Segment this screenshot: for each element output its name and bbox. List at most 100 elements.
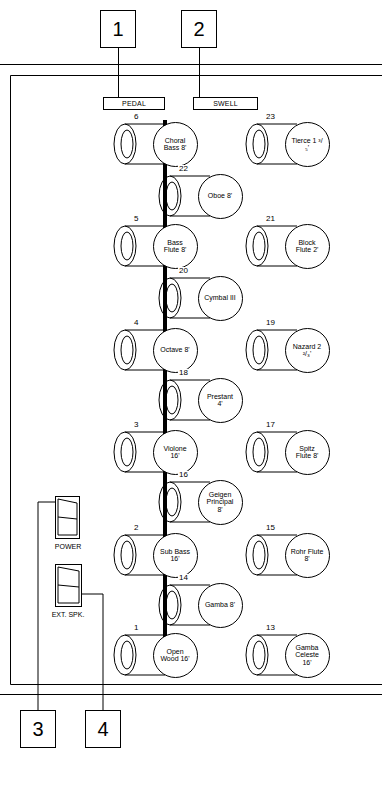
stop-knob: Cymbal III — [198, 276, 243, 321]
stop-knob: Geigen Principal 8' — [198, 480, 243, 525]
leader-line — [118, 48, 119, 97]
stop-name: Gamba Celeste 16' — [291, 644, 324, 666]
stop-collar — [246, 635, 268, 675]
panel-edge — [0, 64, 382, 65]
stop-number: 2 — [133, 524, 139, 532]
stop-name: Open Wood 16' — [159, 648, 192, 663]
stop-collar — [159, 278, 181, 318]
stop-collar — [246, 535, 268, 575]
stop-collar — [246, 330, 268, 370]
stop-collar — [114, 124, 136, 164]
stop-name: Oboe 8' — [204, 192, 237, 199]
stop-name: Octave 8' — [159, 346, 192, 353]
stop-name: Violone 16' — [159, 445, 192, 460]
stop-collar — [114, 432, 136, 472]
stop-name: Bass Flute 8' — [159, 239, 192, 254]
stop-knob: Tierce 1 ³/₅' — [285, 122, 330, 167]
stop-number: 22 — [178, 165, 189, 173]
callout-box: 1 — [100, 10, 136, 48]
callout-number: 1 — [112, 18, 123, 41]
stop-knob: Open Wood 16' — [153, 633, 198, 678]
stop-knob: Choral Bass 8' — [153, 122, 198, 167]
stop-number: 19 — [265, 319, 276, 327]
stop-number: 1 — [133, 624, 139, 632]
stop-number: 5 — [133, 215, 139, 223]
stop-collar — [159, 585, 181, 625]
stop-number: 23 — [265, 113, 276, 121]
stop-collar — [166, 284, 178, 312]
stop-collar — [114, 535, 136, 575]
stop-collar — [246, 124, 268, 164]
stop-collar — [159, 380, 181, 420]
stop-collar — [114, 330, 136, 370]
stop-collar — [253, 130, 265, 158]
stop-collar — [253, 641, 265, 669]
stop-collar — [121, 130, 133, 158]
stop-collar — [166, 386, 178, 414]
stop-name: Sub Bass 16' — [159, 548, 192, 563]
stop-collar — [166, 488, 178, 516]
division-label-box: PEDAL — [103, 97, 165, 110]
stop-knob: Rohr Flute 8' — [285, 533, 330, 578]
stop-name: Geigen Principal 8' — [204, 491, 237, 513]
leader-line — [38, 502, 55, 710]
stop-number: 3 — [133, 421, 139, 429]
stop-knob: Gamba Celeste 16' — [285, 633, 330, 678]
stop-name: Gamba 8' — [204, 601, 237, 608]
division-name: PEDAL — [122, 100, 146, 107]
stop-number: 15 — [265, 524, 276, 532]
switch-label: POWER — [54, 543, 82, 550]
stop-number: 17 — [265, 421, 276, 429]
division-name: SWELL — [213, 100, 238, 107]
stop-collar — [246, 432, 268, 472]
stop-collar — [253, 438, 265, 466]
stop-knob: Sub Bass 16' — [153, 533, 198, 578]
leader-line — [199, 48, 200, 97]
stop-name: Block Flute 2' — [291, 239, 324, 254]
stop-collar — [121, 336, 133, 364]
stop-name: Cymbal III — [204, 294, 237, 301]
stop-collar — [121, 641, 133, 669]
stop-collar — [121, 232, 133, 260]
callout-box: 4 — [85, 710, 121, 748]
stop-name: Tierce 1 ³/₅' — [291, 137, 324, 152]
stop-name: Spitz Flute 8' — [291, 445, 324, 460]
stop-collar — [253, 541, 265, 569]
callout-number: 2 — [193, 18, 204, 41]
stop-number: 20 — [178, 267, 189, 275]
stop-collar — [121, 438, 133, 466]
stop-name: Rohr Flute 8' — [291, 548, 324, 563]
stop-collar — [253, 336, 265, 364]
stop-knob: Prestant 4' — [198, 378, 243, 423]
power-switch — [56, 497, 80, 539]
stop-knob: Nazard 2 ²/₃' — [285, 328, 330, 373]
ext-speaker-switch — [56, 565, 82, 607]
stop-name: Prestant 4' — [204, 393, 237, 408]
stop-knob: Bass Flute 8' — [153, 224, 198, 269]
stop-knob: Spitz Flute 8' — [285, 430, 330, 475]
callout-box: 3 — [20, 710, 56, 748]
stop-collar — [246, 226, 268, 266]
stop-knob: Oboe 8' — [198, 174, 243, 219]
stop-number: 6 — [133, 113, 139, 121]
stop-collar — [121, 541, 133, 569]
stop-number: 16 — [178, 471, 189, 479]
callout-box: 2 — [181, 10, 217, 48]
stop-number: 14 — [178, 574, 189, 582]
stop-name: Nazard 2 ²/₃' — [291, 343, 324, 358]
stop-number: 18 — [178, 369, 189, 377]
stop-collar — [114, 226, 136, 266]
stop-number: 13 — [265, 624, 276, 632]
stop-knob: Gamba 8' — [198, 583, 243, 628]
callout-number: 4 — [97, 718, 108, 741]
stop-name: Choral Bass 8' — [159, 137, 192, 152]
switch-label: EXT. SPK. — [51, 611, 86, 618]
stop-collar — [166, 182, 178, 210]
panel-outline — [11, 76, 382, 685]
stop-collar — [159, 176, 181, 216]
stop-knob: Block Flute 2' — [285, 224, 330, 269]
stop-collar — [166, 591, 178, 619]
stop-collar — [253, 232, 265, 260]
stop-collar — [159, 482, 181, 522]
callout-number: 3 — [32, 718, 43, 741]
